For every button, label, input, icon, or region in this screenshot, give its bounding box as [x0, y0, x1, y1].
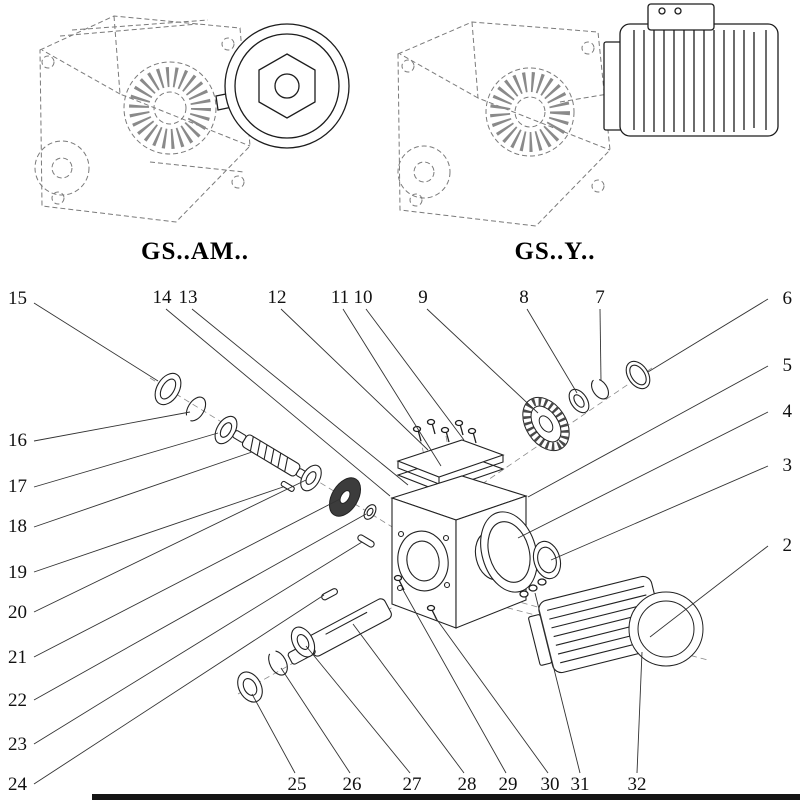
callout-number-13: 13 — [179, 287, 198, 308]
callout-number-29: 29 — [499, 774, 518, 795]
callout-number-30: 30 — [541, 774, 560, 795]
callout-number-18: 18 — [8, 516, 27, 537]
callout-number-8: 8 — [519, 287, 529, 308]
callout-number-4: 4 — [783, 401, 793, 422]
leader-line-31 — [534, 592, 581, 774]
part-23-key — [357, 534, 375, 548]
part-32-motor — [528, 575, 704, 674]
callout-number-23: 23 — [8, 734, 27, 755]
callout-number-25: 25 — [288, 774, 307, 795]
leader-line-25 — [251, 693, 296, 774]
part-8-washer — [568, 388, 590, 414]
callout-number-2: 2 — [783, 535, 793, 556]
leader-line-12 — [280, 308, 429, 451]
leader-line-28 — [352, 623, 465, 774]
leader-line-15 — [33, 302, 159, 382]
leader-line-14 — [165, 308, 391, 497]
part-3-seal-ring — [532, 540, 562, 580]
leader-line-26 — [280, 667, 351, 774]
callout-number-9: 9 — [418, 287, 428, 308]
leader-line-7 — [599, 308, 602, 382]
input-bore-knurl-right — [490, 72, 570, 152]
page-edge-bar — [92, 794, 800, 800]
part-9-helical-gear — [522, 396, 570, 452]
part-6-ring — [625, 360, 651, 390]
callout-number-11: 11 — [331, 287, 349, 308]
callout-number-28: 28 — [458, 774, 477, 795]
part-26-circlip — [268, 650, 288, 676]
callout-number-12: 12 — [268, 287, 287, 308]
callout-number-17: 17 — [8, 476, 27, 497]
part-16-circlip — [185, 396, 207, 422]
part-10-cover-bolts — [412, 418, 477, 444]
leader-line-27 — [305, 645, 411, 774]
gs-am-drawing — [34, 15, 350, 223]
motor-drawing — [603, 3, 779, 137]
leader-line-17 — [33, 432, 219, 488]
part-31-fasteners — [519, 578, 547, 598]
callout-number-20: 20 — [8, 602, 27, 623]
leader-line-2 — [649, 545, 769, 638]
leader-line-29 — [401, 587, 507, 774]
leader-line-4 — [517, 411, 769, 539]
leader-line-9 — [426, 308, 539, 414]
callout-number-26: 26 — [343, 774, 362, 795]
callout-number-7: 7 — [595, 287, 605, 308]
callout-number-21: 21 — [8, 647, 27, 668]
callout-number-27: 27 — [403, 774, 422, 795]
variant-label-gs-am: GS..AM.. — [141, 238, 249, 265]
exploded-view — [149, 360, 709, 703]
leader-line-11 — [342, 308, 442, 467]
part-25-washer — [237, 671, 263, 703]
leader-line-32 — [636, 651, 643, 774]
leader-line-3 — [550, 465, 769, 561]
input-bore-knurl-left — [129, 67, 211, 149]
leader-line-19 — [33, 486, 284, 573]
callout-number-14: 14 — [153, 287, 173, 308]
leader-line-24 — [33, 594, 325, 785]
callout-number-5: 5 — [783, 355, 793, 376]
callout-number-10: 10 — [354, 287, 373, 308]
callout-number-24: 24 — [8, 774, 28, 795]
leader-line-8 — [526, 308, 578, 394]
gearbox-housing-outline-left — [34, 15, 251, 223]
part-22-spacer-ring — [363, 504, 377, 520]
leader-line-23 — [33, 541, 363, 745]
part-30-screw — [426, 604, 438, 621]
callout-number-3: 3 — [783, 455, 793, 476]
callout-number-32: 32 — [628, 774, 647, 795]
part-4-output-flange-ring — [480, 511, 538, 593]
callout-number-31: 31 — [571, 774, 590, 795]
part-24-pin — [321, 588, 338, 601]
leader-line-30 — [434, 616, 549, 774]
part-7-circlip — [590, 378, 610, 400]
gs-y-drawing — [397, 3, 779, 227]
leader-line-5 — [527, 365, 769, 498]
leader-line-20 — [33, 479, 307, 613]
variant-label-gs-y: GS..Y.. — [514, 238, 596, 265]
gearbox-housing-outline-right — [397, 21, 621, 227]
callout-number-16: 16 — [8, 430, 27, 451]
leader-line-21 — [33, 498, 341, 658]
part-20-bearing — [300, 464, 322, 492]
leader-line-22 — [33, 513, 367, 701]
leader-line-6 — [647, 298, 769, 373]
leader-line-10 — [365, 308, 465, 441]
leader-line-13 — [191, 308, 409, 486]
part-19-pin — [280, 480, 295, 492]
callout-number-22: 22 — [8, 690, 27, 711]
leader-line-16 — [33, 411, 191, 442]
leader-line-18 — [33, 451, 253, 528]
part-15-oil-seal — [154, 372, 182, 406]
part-21-gear-disc — [328, 477, 362, 517]
part-29-screw — [393, 574, 405, 591]
callout-number-6: 6 — [783, 288, 793, 309]
callout-number-19: 19 — [8, 562, 27, 583]
callout-number-15: 15 — [8, 288, 27, 309]
output-flange-left — [215, 23, 350, 149]
